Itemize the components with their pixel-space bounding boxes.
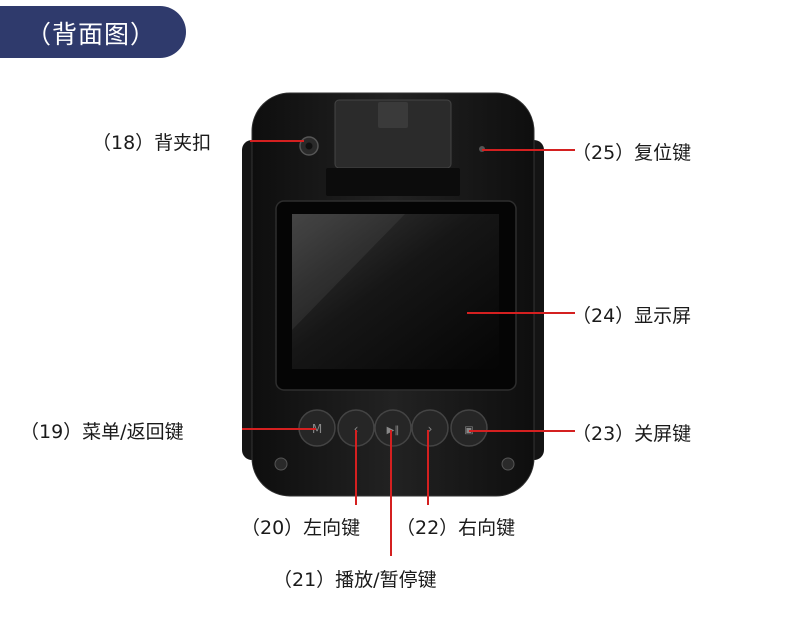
right-button-icon xyxy=(411,409,449,447)
label-left-key: （20）左向键 xyxy=(241,517,361,539)
page-title: （背面图） xyxy=(26,20,157,49)
svg-text:›: › xyxy=(428,422,433,436)
label-menu-return-key: （19）菜单/返回键 xyxy=(20,421,184,443)
label-reset-key: （25）复位键 xyxy=(572,142,692,164)
label-play-pause-key: （21）播放/暂停键 xyxy=(273,569,437,591)
button-row: M ‹ ▶‖ › ▣ xyxy=(298,409,488,447)
leader-lines xyxy=(242,140,575,556)
play-pause-button-icon xyxy=(374,409,412,447)
svg-text:M: M xyxy=(312,422,322,436)
svg-text:‹: ‹ xyxy=(354,422,359,436)
bottom-left-screw-icon xyxy=(274,457,288,471)
screen-glare xyxy=(292,214,405,330)
display-screen xyxy=(292,214,499,369)
title-tab: （背面图） xyxy=(0,6,186,58)
bottom-right-screw-icon xyxy=(501,457,515,471)
back-clip-base xyxy=(326,168,460,196)
label-right-key: （22）右向键 xyxy=(396,517,516,539)
back-clip-slot xyxy=(378,102,408,128)
screen-off-button-icon xyxy=(450,409,488,447)
svg-text:▶‖: ▶‖ xyxy=(387,425,400,436)
label-display-screen: （24）显示屏 xyxy=(572,305,692,327)
label-screen-off-key: （23）关屏键 xyxy=(572,423,692,445)
label-back-clip: （18）背夹扣 xyxy=(92,132,212,154)
